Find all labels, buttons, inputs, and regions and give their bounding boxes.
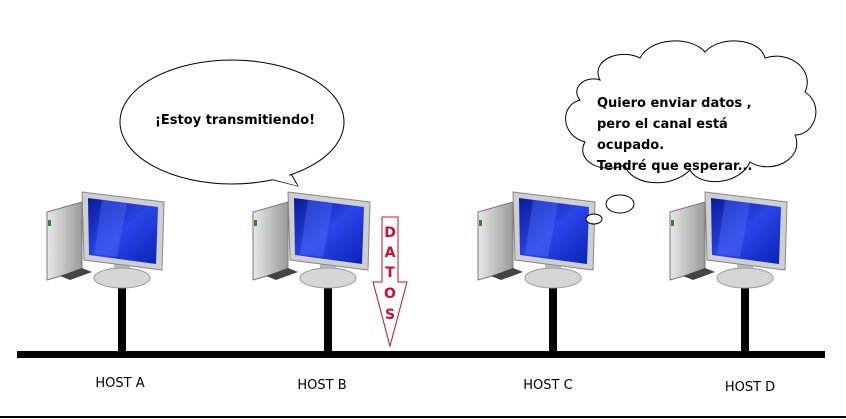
host-c-label: HOST C <box>523 378 572 393</box>
network-bus <box>17 351 825 358</box>
thought-line-4: Tendré que esperar... <box>597 159 752 174</box>
host-b-link <box>324 282 332 352</box>
computer-icon <box>669 191 788 289</box>
datos-letter: D <box>384 225 396 241</box>
computer-icon <box>477 191 596 289</box>
datos-letter: O <box>384 286 396 302</box>
datos-letter: A <box>385 245 396 261</box>
host-b-label: HOST B <box>297 378 346 393</box>
host-d: HOST D <box>669 191 788 395</box>
speech-bubble: ¡Estoy transmitiendo! <box>119 59 345 187</box>
host-a-link <box>118 282 126 352</box>
data-arrow: D A T O S <box>372 216 408 348</box>
datos-letter: T <box>385 265 395 281</box>
host-d-label: HOST D <box>725 380 775 395</box>
host-c-link <box>549 282 557 352</box>
computer-icon <box>46 191 165 289</box>
thought-line-3: ocupado. <box>597 138 664 153</box>
host-a: HOST A <box>46 191 165 391</box>
thought-bubble: Quiero enviar datos , pero el canal está… <box>565 40 817 225</box>
computer-icon <box>252 191 371 289</box>
thought-line-2: pero el canal está <box>597 117 728 132</box>
datos-letter: S <box>385 307 395 323</box>
host-b: HOST B <box>252 191 371 393</box>
thought-line-1: Quiero enviar datos , <box>597 96 752 111</box>
host-d-link <box>741 282 749 352</box>
host-a-label: HOST A <box>95 376 144 391</box>
speech-text: ¡Estoy transmitiendo! <box>155 113 315 128</box>
host-c: HOST C <box>477 191 596 393</box>
